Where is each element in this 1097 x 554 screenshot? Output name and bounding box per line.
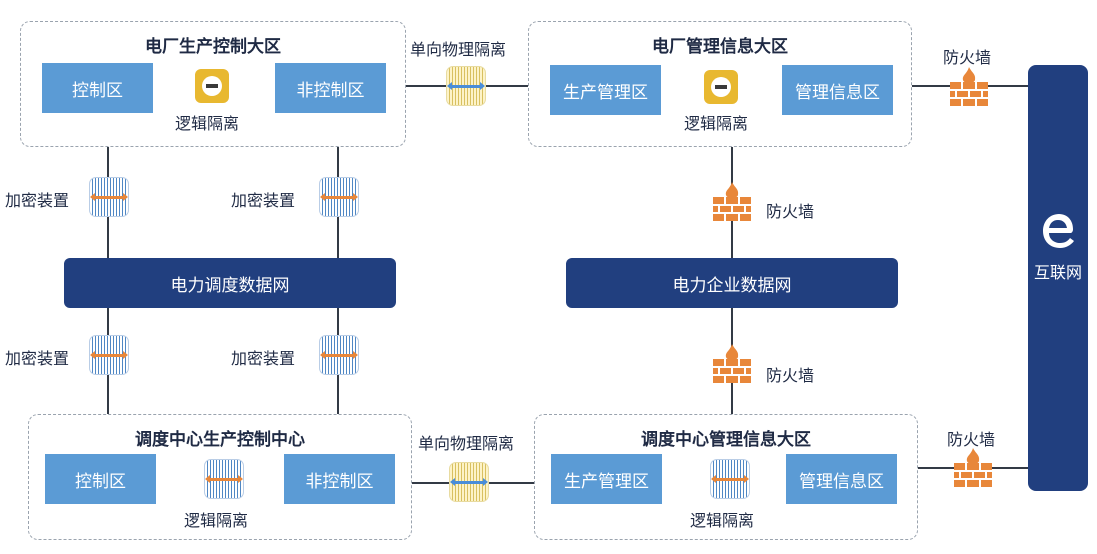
non-control-area-box[interactable]: 非控制区 bbox=[275, 63, 386, 113]
zone-title: 电厂生产控制大区 bbox=[145, 37, 281, 57]
logical-isolation-device-icon bbox=[204, 459, 244, 499]
firewall-label: 防火墙 bbox=[766, 366, 815, 385]
physical-isolation-icon bbox=[449, 462, 489, 502]
one-way-physical-isolation-label: 单向物理隔离 bbox=[418, 434, 515, 453]
encryption-device-icon bbox=[89, 335, 129, 375]
control-area-box[interactable]: 控制区 bbox=[45, 454, 156, 504]
firewall-label: 防火墙 bbox=[766, 202, 815, 221]
encryption-device-label: 加密装置 bbox=[231, 191, 296, 210]
encryption-device-icon bbox=[319, 177, 359, 217]
zone-title: 电厂管理信息大区 bbox=[652, 37, 788, 57]
non-control-area-box[interactable]: 非控制区 bbox=[284, 454, 395, 504]
firewall-icon bbox=[713, 344, 751, 383]
dispatch-data-network[interactable]: 电力调度数据网 bbox=[64, 258, 396, 308]
enterprise-data-network[interactable]: 电力企业数据网 bbox=[566, 258, 898, 308]
logical-isolation-label: 逻辑隔离 bbox=[184, 511, 249, 530]
encryption-device-label: 加密装置 bbox=[231, 349, 296, 368]
firewall-label: 防火墙 bbox=[943, 48, 992, 67]
logical-isolation-device-icon bbox=[710, 459, 750, 499]
control-area-box[interactable]: 控制区 bbox=[42, 63, 153, 113]
zone-title: 调度中心管理信息大区 bbox=[641, 430, 811, 450]
firewall-icon bbox=[950, 67, 988, 106]
production-management-area-box[interactable]: 生产管理区 bbox=[550, 65, 661, 115]
internet-bar[interactable]: 互联网 bbox=[1028, 65, 1088, 491]
encryption-device-icon bbox=[319, 335, 359, 375]
firewall-label: 防火墙 bbox=[947, 430, 996, 449]
zone-title: 调度中心生产控制中心 bbox=[135, 430, 305, 450]
logical-isolation-label: 逻辑隔离 bbox=[684, 114, 749, 133]
internet-label: 互联网 bbox=[1033, 263, 1082, 282]
encryption-device-label: 加密装置 bbox=[5, 191, 70, 210]
logical-isolation-label: 逻辑隔离 bbox=[175, 114, 240, 133]
production-management-area-box[interactable]: 生产管理区 bbox=[551, 454, 662, 504]
logical-isolation-label: 逻辑隔离 bbox=[690, 511, 755, 530]
firewall-icon bbox=[954, 448, 992, 487]
internet-logo-icon bbox=[1043, 214, 1074, 248]
logical-isolation-icon bbox=[704, 70, 738, 104]
one-way-physical-isolation-label: 单向物理隔离 bbox=[410, 40, 507, 59]
management-info-area-box[interactable]: 管理信息区 bbox=[786, 454, 897, 504]
encryption-device-icon bbox=[89, 177, 129, 217]
management-info-area-box[interactable]: 管理信息区 bbox=[782, 65, 893, 115]
firewall-icon bbox=[713, 182, 751, 221]
encryption-device-label: 加密装置 bbox=[5, 349, 70, 368]
physical-isolation-icon bbox=[446, 66, 486, 106]
logical-isolation-icon bbox=[195, 69, 229, 103]
